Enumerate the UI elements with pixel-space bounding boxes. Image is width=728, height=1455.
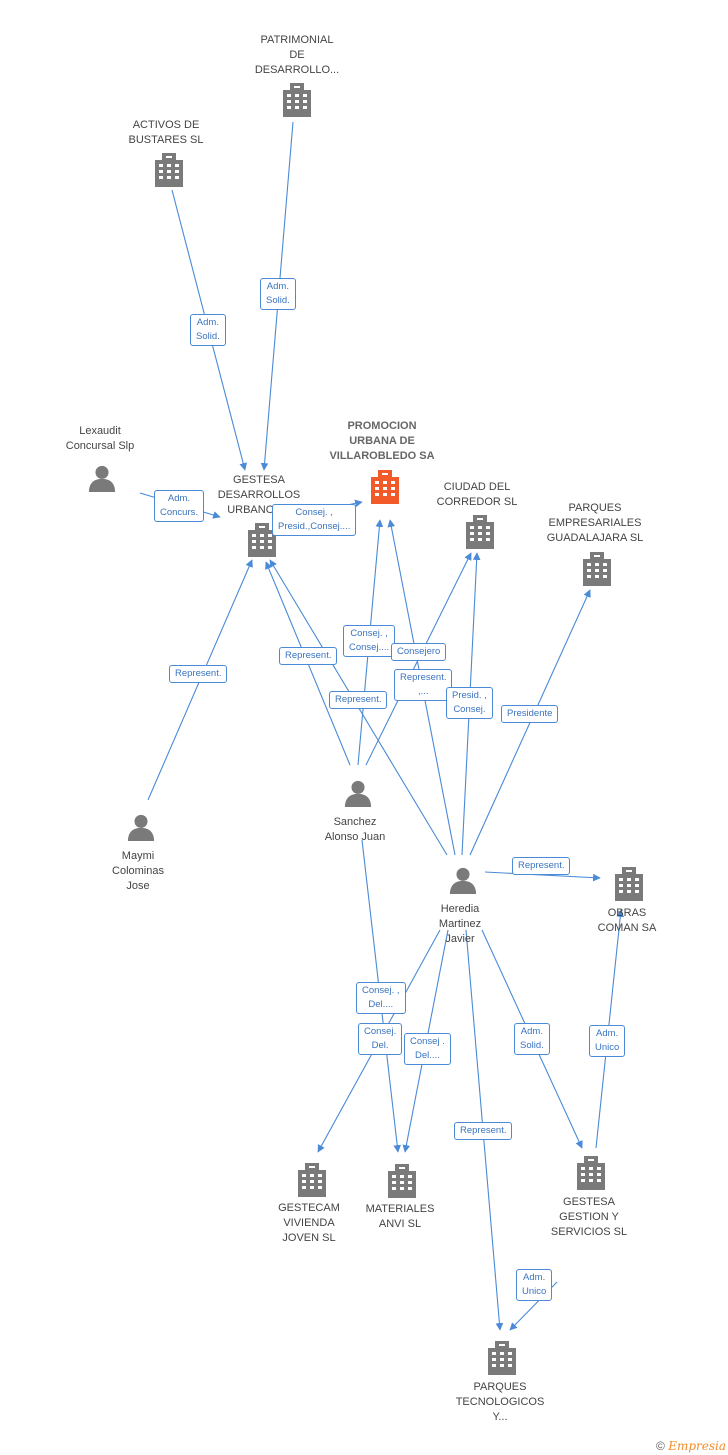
edge-label-heredia-to-gestesa_desarrollos[interactable]: Represent. [329,691,388,709]
edge-label-heredia-to-parques_tec[interactable]: Represent. [454,1122,513,1140]
obras-building-icon[interactable] [615,867,643,901]
edge-label-gestesa_desarrollos-to-promocion[interactable]: Consej. ,Presid.,Consej.... [272,504,357,536]
edge-label-sanchez-to-materiales[interactable]: Consej. ,Del.... [356,982,406,1014]
edge-label-gestesa_gestion-to-parques_tec[interactable]: Adm.Unico [516,1269,553,1301]
empresia-logo[interactable]: Empresia [668,1439,726,1453]
patrimonial-building-icon[interactable] [283,83,311,117]
edge-label-maymi-to-gestesa_desarrollos[interactable]: Represent. [169,665,228,683]
materiales-building-icon[interactable] [388,1164,416,1198]
edge-label-heredia-to-gestesa_gestion[interactable]: Adm.Solid. [514,1023,550,1055]
activos-building-icon[interactable] [155,153,183,187]
lexaudit-person-icon[interactable] [88,465,116,492]
edge-label-heredia-to-materiales[interactable]: Consej .Del.... [404,1033,451,1065]
parques_emp-building-icon[interactable] [583,552,611,586]
maymi-person-icon[interactable] [127,814,155,841]
edge-label-heredia-to-obras[interactable]: Represent. [512,857,571,875]
edge-label-gestesa_gestion-to-obras[interactable]: Adm.Unico [589,1025,626,1057]
edge-label-sanchez-to-ciudad[interactable]: Consejero [391,643,447,661]
footer-brand: © Empresia [656,1439,726,1453]
edge-label-sanchez-to-promocion[interactable]: Consej. ,Consej.... [343,625,396,657]
edge-heredia-to-obras [484,871,601,882]
gestesa_gestion-building-icon[interactable] [577,1156,605,1190]
edge-label-heredia-to-promocion[interactable]: Represent.,... [394,669,453,701]
edge-label-activos-to-gestesa_desarrollos[interactable]: Adm.Solid. [190,314,226,346]
edge-label-heredia-to-gestecam[interactable]: Consej.Del. [358,1023,403,1055]
ciudad-building-icon[interactable] [466,515,494,549]
promocion-building-icon[interactable] [371,470,399,504]
edge-label-heredia-to-parques_emp[interactable]: Presidente [501,705,559,723]
copyright-symbol: © [656,1439,665,1453]
edge-label-patrimonial-to-gestesa_desarrollos[interactable]: Adm.Solid. [260,278,296,310]
heredia-person-icon[interactable] [449,867,477,894]
parques_tec-building-icon[interactable] [488,1341,516,1375]
edge-label-sanchez-to-gestesa_desarrollos[interactable]: Represent. [279,647,338,665]
gestecam-building-icon[interactable] [298,1163,326,1197]
sanchez-person-icon[interactable] [344,780,372,807]
edge-label-heredia-to-ciudad[interactable]: Presid. ,Consej. [446,687,493,719]
edge-label-lexaudit-to-gestesa_desarrollos[interactable]: Adm.Concurs. [154,490,205,522]
